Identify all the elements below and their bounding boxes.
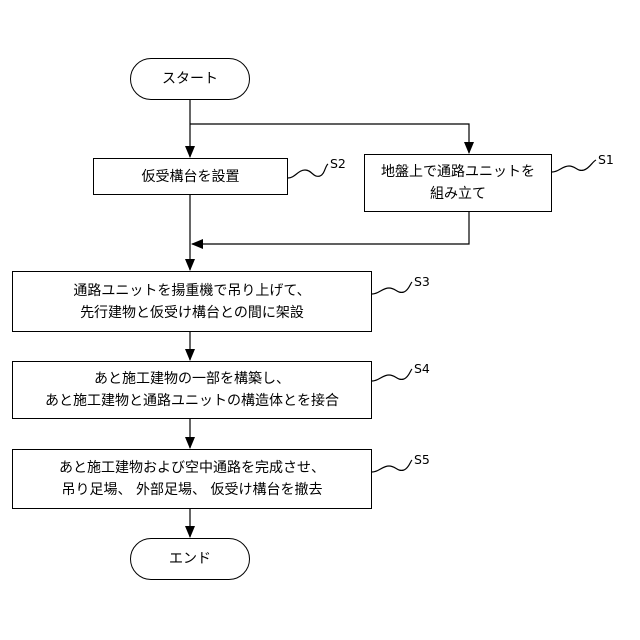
leader-s4 (372, 369, 412, 381)
step-s3-line-1: 通路ユニットを揚重機で吊り上げて、 (73, 280, 310, 302)
step-box-s3: 通路ユニットを揚重機で吊り上げて、 先行建物と仮受け構台との間に架設 (12, 271, 372, 332)
step-s4-line-2: あと施工建物と通路ユニットの構造体とを接合 (45, 390, 339, 412)
step-tag-s5: S5 (414, 452, 430, 467)
arrow-start-to-s1 (190, 124, 469, 153)
start-terminal: スタート (130, 58, 250, 100)
leader-s2 (288, 164, 328, 178)
step-s5-line-2: 吊り足場、 外部足場、 仮受け構台を撤去 (62, 479, 323, 501)
step-box-s2: 仮受構台を設置 (93, 158, 288, 195)
step-box-s5: あと施工建物および空中通路を完成させ、 吊り足場、 外部足場、 仮受け構台を撤去 (12, 449, 372, 509)
leader-s1 (552, 160, 596, 172)
step-tag-s1: S1 (598, 152, 614, 167)
step-s2-line-1: 仮受構台を設置 (142, 166, 240, 188)
step-box-s4: あと施工建物の一部を構築し、 あと施工建物と通路ユニットの構造体とを接合 (12, 361, 372, 419)
step-box-s1: 地盤上で通路ユニットを 組み立て (364, 154, 552, 212)
leader-s3 (372, 282, 412, 294)
step-s1-line-1: 地盤上で通路ユニットを (381, 161, 535, 183)
end-label: エンド (169, 548, 211, 570)
step-s3-line-2: 先行建物と仮受け構台との間に架設 (80, 302, 304, 324)
start-label: スタート (162, 68, 218, 90)
step-tag-s3: S3 (414, 274, 430, 289)
step-tag-s4: S4 (414, 361, 430, 376)
step-s4-line-1: あと施工建物の一部を構築し、 (94, 368, 290, 390)
step-tag-s2: S2 (330, 156, 346, 171)
leader-s5 (372, 460, 412, 472)
arrow-s1-merge (192, 212, 469, 244)
step-s5-line-1: あと施工建物および空中通路を完成させ、 (59, 457, 325, 479)
step-s1-line-2: 組み立て (430, 183, 486, 205)
end-terminal: エンド (130, 538, 250, 580)
